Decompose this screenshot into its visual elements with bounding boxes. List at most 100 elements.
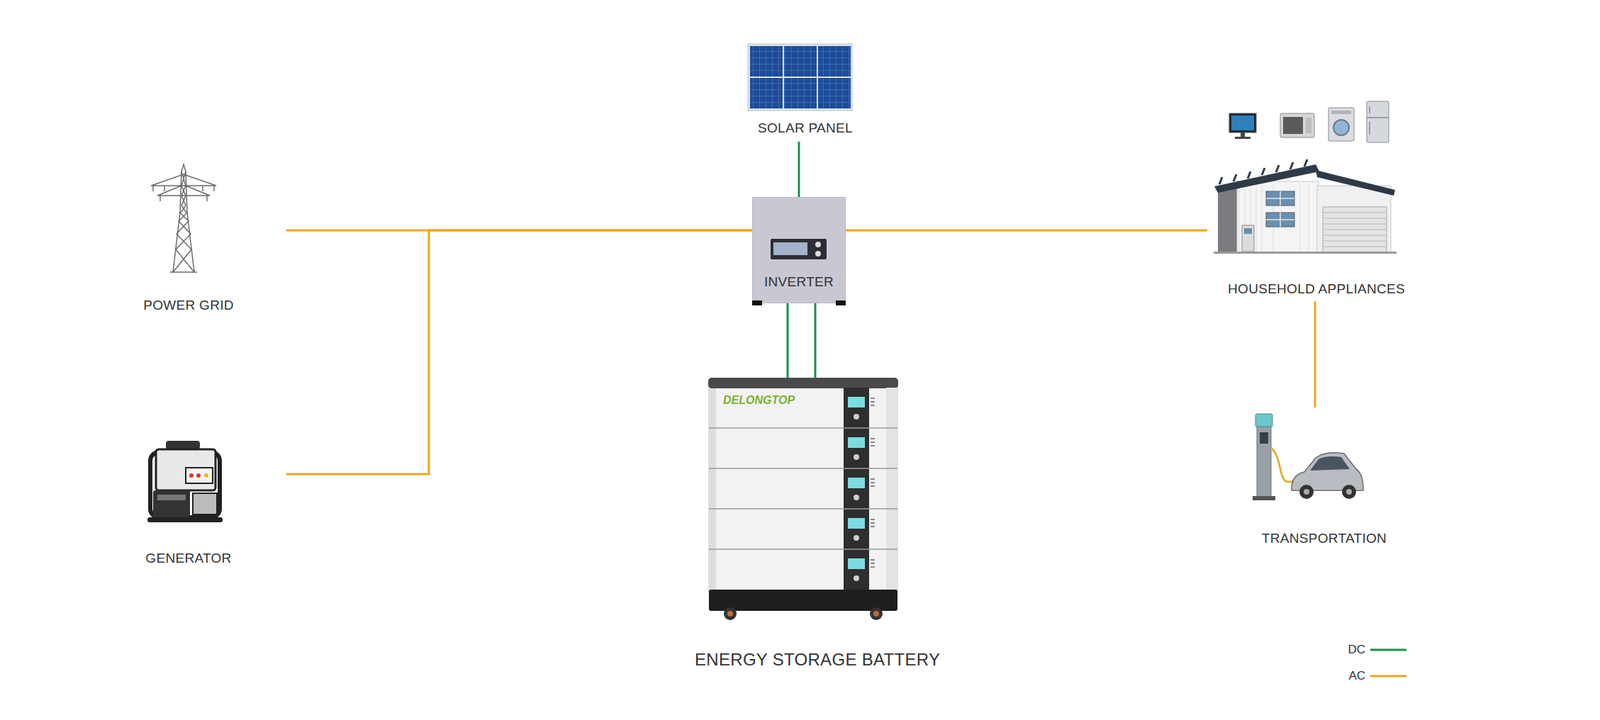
generator-icon-part [189, 473, 194, 478]
battery-icon-part [847, 477, 865, 489]
generator-icon-part [150, 452, 220, 518]
generator-icon-part [165, 440, 200, 450]
node-label: TRANSPORTATION [1233, 530, 1415, 547]
power-tower-icon-part [150, 174, 217, 196]
car-icon-part [1291, 452, 1364, 491]
power-tower-icon-part [172, 164, 195, 273]
appliance-icons-part [1283, 116, 1303, 134]
appliance-icons-part [1280, 113, 1315, 138]
house-icon-part [1315, 170, 1396, 196]
battery-icon-part [847, 396, 865, 408]
battery-icon-part [843, 387, 870, 590]
battery-icon-part [727, 611, 734, 617]
house-icon-part [1317, 185, 1391, 254]
power-line [1314, 301, 1317, 408]
house-icon-part [1219, 159, 1308, 185]
ev-charger-icon-part [1259, 432, 1269, 444]
house-icon-part [1266, 191, 1295, 206]
battery-icon-part [847, 437, 865, 449]
power-tower-icon-part [153, 185, 215, 202]
car-icon-part [1341, 484, 1357, 500]
car-icon-part [1299, 484, 1314, 500]
node-label: GENERATOR [90, 550, 287, 567]
house-icon [1213, 159, 1397, 254]
node-label: INVERTER [752, 273, 846, 290]
power-line [286, 229, 753, 232]
house-icon-part [1213, 251, 1397, 254]
legend-label: AC [1336, 669, 1366, 684]
car-icon [1291, 452, 1364, 500]
battery-node: ENERGY STORAGE BATTERY [694, 377, 938, 674]
transportation-node: TRANSPORTATION [1233, 407, 1415, 550]
battery-icon-part [853, 494, 860, 501]
battery-icon-part [853, 575, 860, 582]
power-line [786, 303, 790, 378]
house-icon-part [1237, 181, 1319, 254]
node-label: POWER GRID [90, 297, 287, 314]
battery-icon [708, 377, 899, 621]
legend-lines [1370, 650, 1407, 677]
appliance-icons-part [1366, 106, 1389, 135]
battery-icon-part [723, 607, 737, 621]
battery-icon-part [853, 535, 860, 541]
solar-panel-icon-part [784, 46, 817, 77]
solar-panel-icon-part [784, 77, 817, 109]
power-tower-icon-part [172, 212, 195, 273]
power-tower-icon-part [170, 271, 198, 273]
power-tower-icon-part [180, 171, 187, 213]
ev-charger-icon-part [1252, 496, 1276, 501]
generator-icon-part [204, 473, 209, 478]
appliance-icons-part [1328, 107, 1355, 142]
house-icon-part [1239, 184, 1309, 254]
generator-node: GENERATOR [90, 435, 287, 571]
appliance-icons-part [1231, 115, 1255, 131]
solar-panel-icon-part [747, 43, 853, 111]
battery-icon-part [873, 611, 880, 617]
solar-panel-icon-part [818, 77, 851, 109]
power-line [845, 229, 1208, 232]
house-icon-part [1266, 191, 1295, 206]
generator-icon-part [155, 449, 216, 491]
car-icon-part [1303, 489, 1310, 495]
appliance-icons-part [1366, 101, 1389, 143]
battery-icon-part [847, 558, 865, 570]
appliance-icons-part [1331, 110, 1352, 115]
car-icon-part [1310, 456, 1350, 471]
power-grid-node: POWER GRID [90, 155, 287, 316]
generator-icon-part [196, 473, 201, 478]
generator-icon [147, 440, 223, 523]
inverter-box: INVERTER [752, 197, 846, 304]
ev-charger-icon-part [1255, 414, 1273, 427]
ev-charger-icon [1252, 414, 1295, 501]
battery-icon-part [708, 428, 898, 550]
battery-icon-part [886, 387, 898, 590]
generator-icon-part [147, 517, 223, 523]
battery-icon-part [708, 387, 716, 590]
house-icon-part [1266, 212, 1295, 227]
power-line [798, 141, 801, 198]
house-icon-part [1322, 207, 1387, 254]
house-icon-part [1214, 164, 1320, 193]
appliance-icons-part [1229, 113, 1257, 133]
legend-lines-part [1370, 675, 1407, 678]
brand-logo: DELONGTOP [723, 394, 795, 407]
node-label: ENERGY STORAGE BATTERY [694, 649, 938, 670]
legend-lines-part [1370, 649, 1407, 652]
battery-icon-part [853, 454, 860, 461]
solar-panel-node: SOLAR PANEL [737, 38, 874, 142]
house-icon-part [1244, 228, 1252, 234]
battery-icon-part [708, 589, 898, 612]
node-label: HOUSEHOLD APPLIANCES [1207, 280, 1426, 298]
appliance-icons-part [1333, 119, 1350, 136]
battery-icon-part [870, 398, 875, 568]
solar-panel-icon [747, 43, 853, 111]
solar-panel-icon-part [750, 77, 783, 109]
household-node: HOUSEHOLD APPLIANCES [1207, 95, 1426, 302]
battery-icon-part [853, 414, 860, 420]
generator-icon-part [153, 490, 190, 518]
solar-panel-icon-part [750, 46, 783, 77]
house-icon-part [1322, 212, 1387, 247]
